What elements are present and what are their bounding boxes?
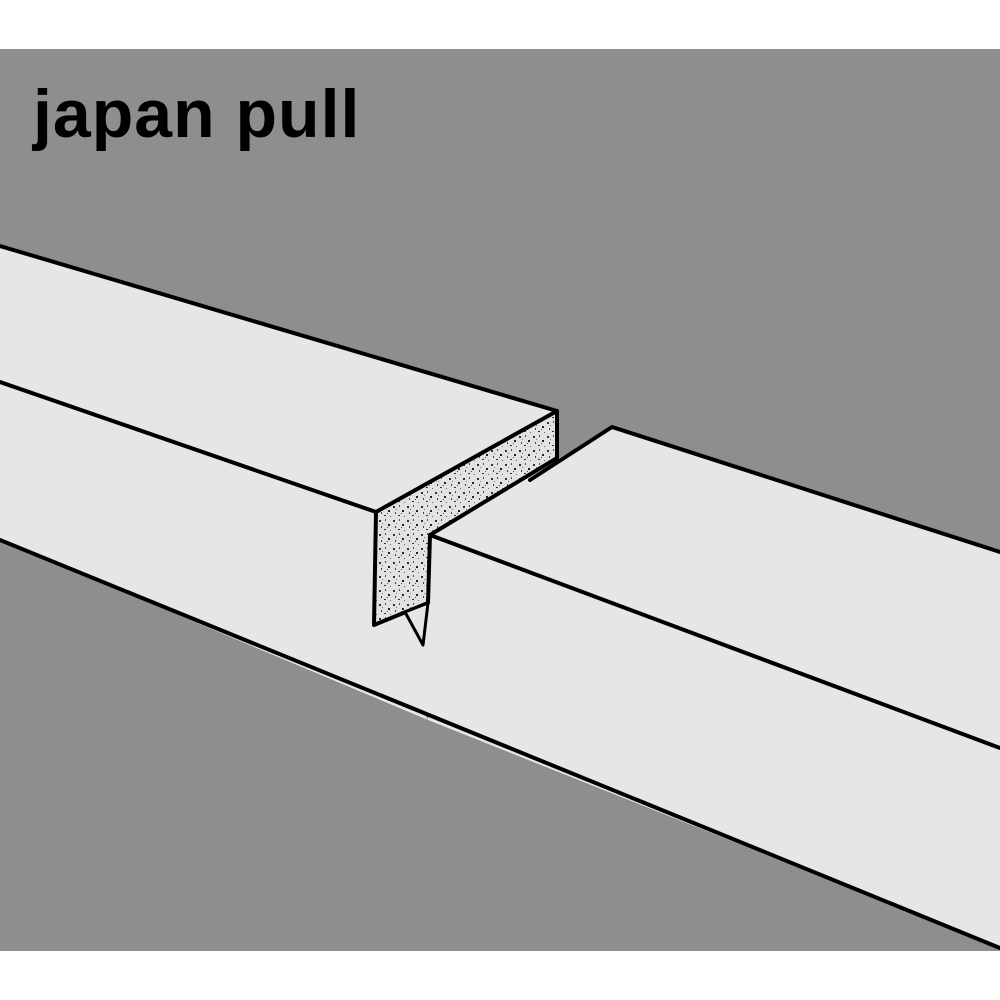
saw-tooth xyxy=(403,601,430,647)
board-outlines xyxy=(0,244,1000,950)
diagram-title: japan pull xyxy=(33,76,361,152)
